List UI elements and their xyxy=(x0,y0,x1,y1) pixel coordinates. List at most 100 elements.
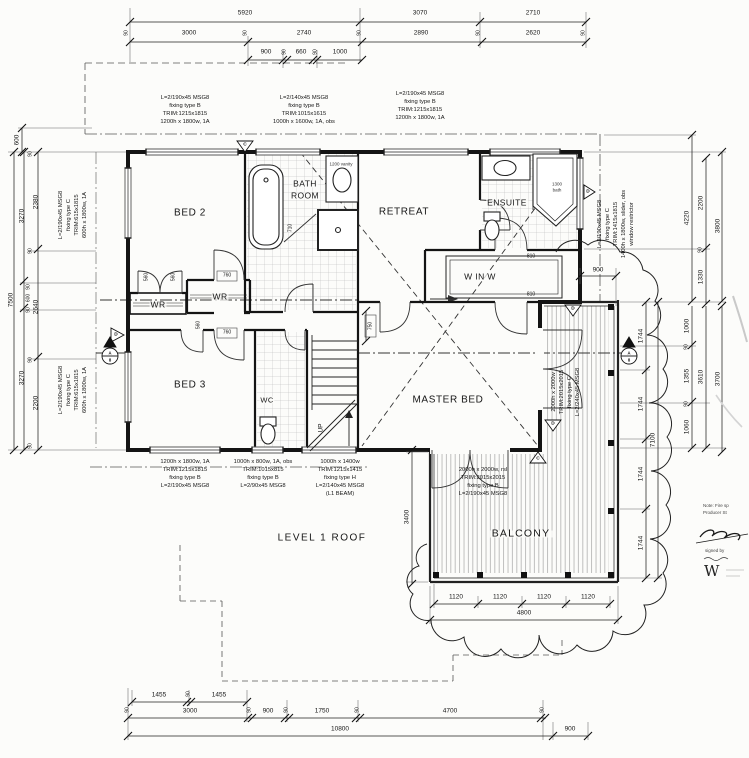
dim-label: 90 xyxy=(354,707,361,713)
dim-label: 90 xyxy=(123,30,130,36)
signature-scribble xyxy=(695,295,749,577)
dim-label: 1000 xyxy=(332,48,348,56)
dim-label: 1120 xyxy=(449,593,463,601)
dim-label: 5920 xyxy=(237,9,253,17)
dim-label: 4220 xyxy=(683,210,691,226)
door-dim: 760 xyxy=(222,329,232,336)
extension-lines xyxy=(8,8,726,740)
dim-label: 2620 xyxy=(525,29,541,37)
revision-cloud xyxy=(406,239,673,659)
section-marker-number: 8 xyxy=(108,357,112,362)
door-dim: 810 xyxy=(526,291,536,298)
dim-label: 90 xyxy=(185,691,192,697)
note-line: fixing type C xyxy=(66,374,72,406)
room-label-wr-left: WR xyxy=(149,299,167,310)
dim-label: 90 xyxy=(281,49,288,55)
dim-label: 2200 xyxy=(697,195,705,211)
dim-label: 1750 xyxy=(314,707,330,715)
dim-label: 600 xyxy=(13,134,21,146)
dim-label: 2380 xyxy=(32,194,40,210)
note-line: fixing type B xyxy=(247,475,279,481)
interior-walls xyxy=(128,152,580,450)
stairs xyxy=(306,335,359,452)
note-line: (L1 BEAM) xyxy=(325,491,355,497)
dim-label: 90 xyxy=(475,30,482,36)
dim-label: 1744 xyxy=(637,466,645,482)
note-line: L=2/190x45 MSG8 xyxy=(458,491,508,497)
door-swings xyxy=(137,199,583,489)
dim-label: 1744 xyxy=(637,535,645,551)
door-dim: 560 xyxy=(143,272,150,282)
bathroom-fixtures xyxy=(248,155,359,251)
dim-label: 90 xyxy=(356,30,363,36)
dim-label: 10800 xyxy=(330,725,350,733)
window-note-top-left: L=2/190x45 MSG8 fixing type B TRIM:1215x… xyxy=(160,94,209,126)
corner-bath-word: bath xyxy=(552,187,562,193)
monogram: W xyxy=(704,562,720,580)
dim-label: 3000 xyxy=(181,29,197,37)
note-line: 1200h x 1800w, 1A xyxy=(160,459,210,465)
dim-boxes xyxy=(216,270,377,339)
dim-label: 1330 xyxy=(697,269,705,285)
dim-label: 1120 xyxy=(537,593,551,601)
room-label-bed3: BED 3 xyxy=(173,379,207,391)
door-dim: 750 xyxy=(367,321,374,331)
note-line: TRIM:1215x1815 xyxy=(397,107,443,113)
note-line: TRIM:2015x2015 xyxy=(559,369,565,415)
door-dim: 710 xyxy=(287,223,294,233)
note-text: Producer St xyxy=(703,510,727,515)
door-dim: 810 xyxy=(526,253,536,260)
door-note-deck: 2000h x 2000w TRIM:2015x2015 fixing type… xyxy=(550,368,582,417)
note-line: 2000h x 2000w xyxy=(551,372,557,412)
dim-label: 3800 xyxy=(714,218,722,234)
room-label-bed2: BED 2 xyxy=(173,207,207,219)
door-type-marker: D xyxy=(571,306,575,312)
note-line: L=2/190x45 MSG8 xyxy=(58,190,64,240)
note-line: fixing type C xyxy=(66,199,72,231)
note-line: TRIM:1015x815 xyxy=(242,467,284,473)
type-markers xyxy=(101,140,638,464)
note-line: window restrictor xyxy=(629,202,635,246)
dim-label: 90 xyxy=(683,344,690,350)
dim-label: 90 xyxy=(27,151,34,157)
dim-label: 90 xyxy=(697,247,704,253)
dim-label: 1120 xyxy=(581,593,595,601)
note-line: 600h x 1800w, 1A xyxy=(82,191,88,239)
room-label-ensuite: ENSUITE xyxy=(486,197,528,208)
roof-outline-dashed xyxy=(84,62,601,682)
ensuite-fixtures xyxy=(481,153,578,241)
door-dim: 760 xyxy=(222,272,232,279)
note-line: fixing type B xyxy=(288,103,320,109)
dim-label: 7500 xyxy=(7,292,15,308)
room-label-winw: W IN W xyxy=(463,271,497,282)
dim-label: 2640 xyxy=(32,299,40,315)
note-line: 2000h x 2000w, rsl xyxy=(458,467,508,473)
dim-label: 1744 xyxy=(637,328,645,344)
room-label-balcony: BALCONY xyxy=(489,527,553,540)
note-text: Note: Fire sp xyxy=(703,503,729,508)
dim-label: 1744 xyxy=(637,396,645,412)
note-line: TRIM:1215x1815 xyxy=(162,467,208,473)
dim-label: 2710 xyxy=(525,9,541,17)
dim-label: 90 xyxy=(242,30,249,36)
dim-label: 3610 xyxy=(697,369,705,385)
dim-label: 90 xyxy=(683,401,690,407)
note-line: L=2/140x45 MSG8 xyxy=(315,483,365,489)
window-note-top-mid: L=2/140x45 MSG8 fixing type B TRIM:1015x… xyxy=(273,94,335,126)
note-line: 1000h x 800w, 1A, obs xyxy=(233,459,293,465)
section-marker-number: 8 xyxy=(627,357,631,362)
door-type-marker: C xyxy=(536,456,540,462)
section-marker-letter: A xyxy=(627,350,631,355)
window-type-marker: D xyxy=(114,332,118,338)
dim-label: 7100 xyxy=(649,432,657,448)
note-line: 1200h x 1800w, 1A xyxy=(395,115,445,121)
dim-label: 660 xyxy=(295,48,307,56)
room-label-wc: WC xyxy=(259,395,275,405)
dim-label: 2740 xyxy=(296,29,312,37)
deck-hatching xyxy=(434,306,609,573)
dim-label: 900 xyxy=(262,707,274,715)
note-line: fixing type H xyxy=(324,475,356,481)
dim-label: 3000 xyxy=(182,707,198,715)
